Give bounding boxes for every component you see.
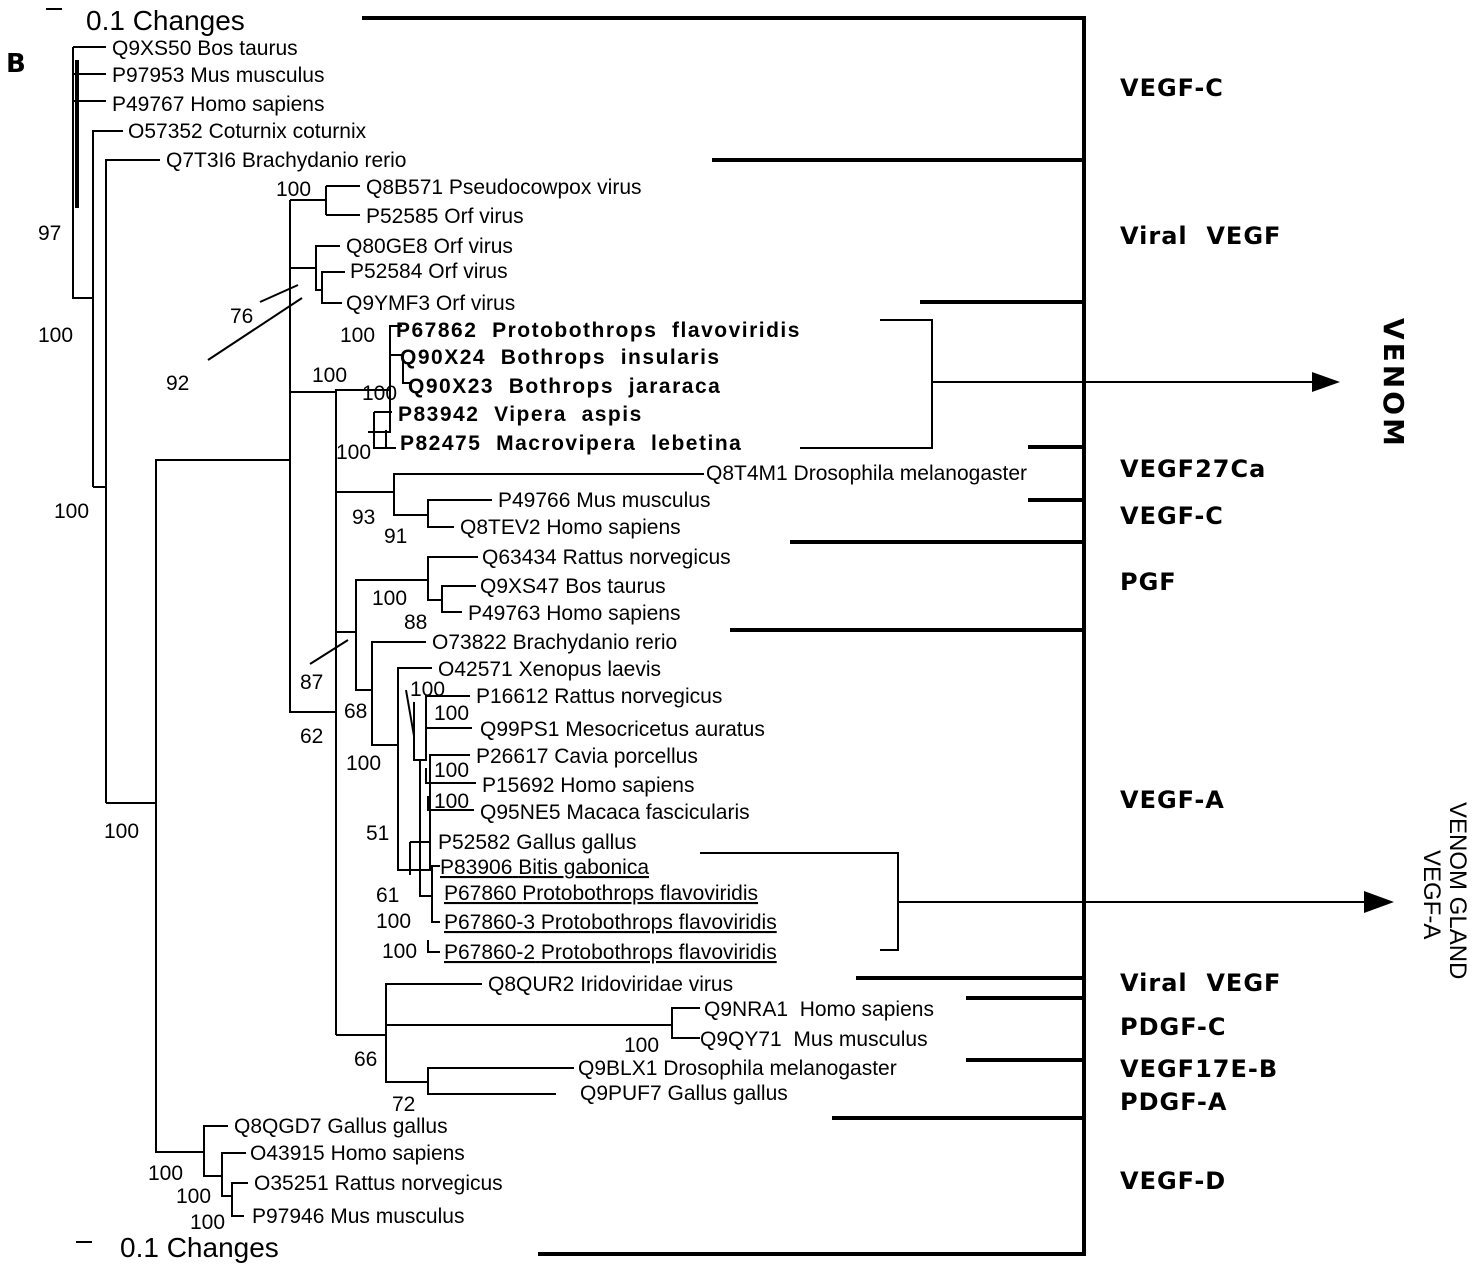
group-label: VEGF-C <box>1120 502 1224 530</box>
bootstrap-value: 100 <box>624 1034 659 1057</box>
taxon-label-venom: Q90X23 Bothrops jararaca <box>408 375 721 398</box>
group-label: VEGF27Ca <box>1120 455 1266 483</box>
bootstrap-value: 100 <box>382 940 417 963</box>
bootstrap-value: 100 <box>176 1185 211 1208</box>
taxon-label: Q9BLX1 Drosophila melanogaster <box>578 1057 897 1080</box>
bootstrap-value: 100 <box>54 500 89 523</box>
taxon-label: P52584 Orf virus <box>350 260 508 283</box>
taxon-label: P97946 Mus musculus <box>252 1205 464 1228</box>
taxon-label-venom-gland: P67860-2 Protobothrops flavoviridis <box>444 941 777 964</box>
taxon-label: P26617 Cavia porcellus <box>476 745 698 768</box>
bootstrap-value: 66 <box>354 1048 377 1071</box>
bootstrap-value: 100 <box>148 1162 183 1185</box>
bootstrap-value: 100 <box>38 324 73 347</box>
group-label: VEGF-C <box>1120 74 1224 102</box>
bootstrap-value: 72 <box>392 1093 415 1116</box>
taxon-label: O57352 Coturnix coturnix <box>128 120 367 143</box>
taxon-label: P52582 Gallus gallus <box>438 831 636 854</box>
taxon-label: P52585 Orf virus <box>366 205 524 228</box>
bootstrap-value: 97 <box>38 222 61 245</box>
group-label: VEGF-A <box>1120 786 1225 814</box>
bootstrap-value: 51 <box>366 822 389 845</box>
taxa-labels: Q9XS50 Bos taurus P97953 Mus musculus P4… <box>112 37 1027 1228</box>
taxon-label-venom-gland: P67860-3 Protobothrops flavoviridis <box>444 911 777 934</box>
taxon-label: Q99PS1 Mesocricetus auratus <box>480 718 765 741</box>
group-label: PDGF-A <box>1120 1088 1227 1116</box>
bootstrap-value: 100 <box>340 324 375 347</box>
taxon-label: P49763 Homo sapiens <box>468 602 680 625</box>
group-labels: VEGF-C Viral VEGF VEGF27Ca VEGF-C PGF VE… <box>1120 74 1281 1195</box>
group-label: PDGF-C <box>1120 1013 1226 1041</box>
bootstrap-value: 68 <box>344 700 367 723</box>
bootstrap-value: 61 <box>376 884 399 907</box>
taxon-label: O43915 Homo sapiens <box>250 1142 465 1165</box>
taxon-label: Q8B571 Pseudocowpox virus <box>366 176 642 199</box>
venom-gland-label: VENOM GLAND <box>1444 802 1471 979</box>
taxon-label-venom: Q90X24 Bothrops insularis <box>400 346 721 369</box>
bootstrap-value: 62 <box>300 725 323 748</box>
bootstrap-values: 97 100 100 100 100 76 92 100 100 100 100… <box>38 178 659 1234</box>
taxon-label-venom-gland: P67860 Protobothrops flavoviridis <box>444 882 758 905</box>
bootstrap-value: 87 <box>300 671 323 694</box>
taxon-label: P49767 Homo sapiens <box>112 93 324 116</box>
taxon-label-venom: P82475 Macrovipera lebetina <box>400 432 742 455</box>
bootstrap-value: 100 <box>362 382 397 405</box>
venom-gland-vegf-label: VEGF-A <box>1418 850 1445 939</box>
bootstrap-value: 100 <box>376 910 411 933</box>
group-label: PGF <box>1120 568 1177 596</box>
group-label: VEGF-D <box>1120 1167 1226 1195</box>
bootstrap-value: 100 <box>336 441 371 464</box>
bootstrap-value: 100 <box>346 752 381 775</box>
taxon-label: Q9NRA1 Homo sapiens <box>704 998 934 1021</box>
taxon-label: Q8T4M1 Drosophila melanogaster <box>706 462 1027 485</box>
bootstrap-value: 100 <box>434 759 469 782</box>
bootstrap-value: 100 <box>434 702 469 725</box>
taxon-label: P15692 Homo sapiens <box>482 774 694 797</box>
bootstrap-value: 92 <box>166 372 189 395</box>
taxon-label: P49766 Mus musculus <box>498 489 710 512</box>
bootstrap-value: 100 <box>410 678 445 701</box>
taxon-label: Q8QUR2 Iridoviridae virus <box>488 973 733 996</box>
taxon-label: Q7T3I6 Brachydanio rerio <box>166 149 406 172</box>
taxon-label: O73822 Brachydanio rerio <box>432 631 677 654</box>
bootstrap-value: 76 <box>230 305 253 328</box>
taxon-label: O35251 Rattus norvegicus <box>254 1172 503 1195</box>
taxon-label: Q95NE5 Macaca fascicularis <box>480 801 750 824</box>
taxon-label: Q9XS50 Bos taurus <box>112 37 298 60</box>
taxon-label: O42571 Xenopus laevis <box>438 658 661 681</box>
taxon-label: Q8TEV2 Homo sapiens <box>460 516 681 539</box>
bootstrap-value: 100 <box>190 1211 225 1234</box>
group-label: Viral VEGF <box>1120 222 1281 250</box>
taxon-label: Q9QY71 Mus musculus <box>700 1028 928 1051</box>
taxon-label-venom: P83942 Vipera aspis <box>398 403 643 426</box>
bootstrap-value: 100 <box>434 790 469 813</box>
scale-label-top: 0.1 Changes <box>86 5 245 36</box>
taxon-label-venom: P67862 Protobothrops flavoviridis <box>396 319 801 342</box>
taxon-label: P16612 Rattus norvegicus <box>476 685 722 708</box>
venom-label: VENOM <box>1377 318 1410 449</box>
bootstrap-value: 100 <box>312 364 347 387</box>
taxon-label: Q9XS47 Bos taurus <box>480 575 666 598</box>
bootstrap-value: 100 <box>372 587 407 610</box>
taxon-label: Q80GE8 Orf virus <box>346 235 513 258</box>
group-label: Viral VEGF <box>1120 969 1281 997</box>
taxon-label: Q9PUF7 Gallus gallus <box>580 1082 788 1105</box>
bootstrap-value: 88 <box>404 611 427 634</box>
bootstrap-value: 93 <box>352 506 375 529</box>
bootstrap-value: 91 <box>384 525 407 548</box>
taxon-label: Q63434 Rattus norvegicus <box>482 546 731 569</box>
group-label: VEGF17E-B <box>1120 1055 1278 1083</box>
scale-label-bottom: 0.1 Changes <box>120 1232 279 1263</box>
tree-branches <box>72 46 704 1217</box>
taxon-label: Q8QGD7 Gallus gallus <box>234 1115 448 1138</box>
panel-label: B <box>6 49 26 79</box>
group-connectors <box>362 16 1394 1256</box>
taxon-label-venom-gland: P83906 Bitis gabonica <box>440 856 649 879</box>
taxon-label: P97953 Mus musculus <box>112 64 324 87</box>
bootstrap-value: 100 <box>104 820 139 843</box>
taxon-label: Q9YMF3 Orf virus <box>346 292 515 315</box>
bootstrap-value: 100 <box>276 178 311 201</box>
